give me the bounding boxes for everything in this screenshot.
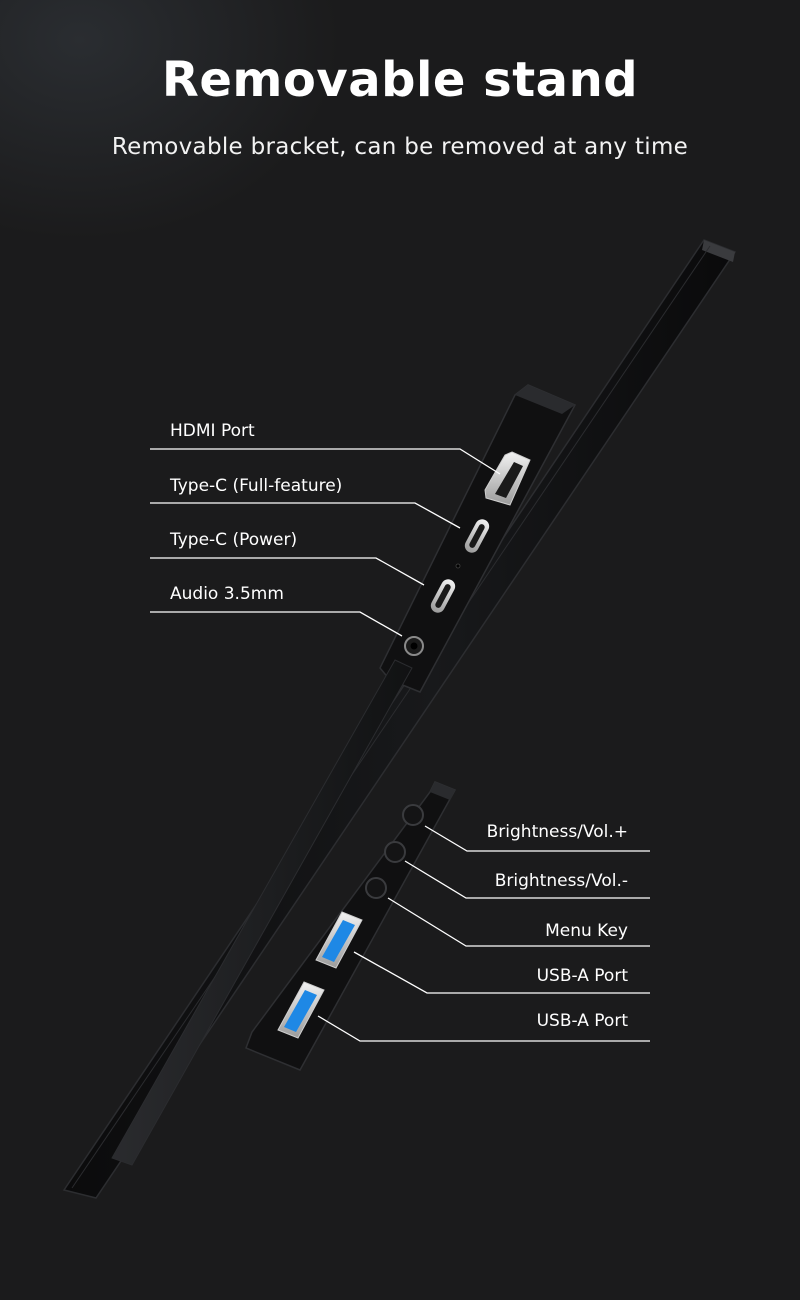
type-c-full-graphic [464,519,490,553]
label-brightness-vol-down: Brightness/Vol.- [494,871,628,891]
right-leader-lines [317,825,650,1042]
side-buttons [365,804,424,899]
indicator-led [455,563,461,569]
label-audio-jack: Audio 3.5mm [170,584,284,604]
audio-jack-graphic [404,636,424,656]
page-title: Removable stand [161,52,639,108]
type-c-power-graphic [430,579,456,613]
hdmi-port-graphic [484,451,531,506]
usb-a-graphic-2 [277,981,325,1039]
label-menu-key: Menu Key [545,921,628,941]
page-subtitle: Removable bracket, can be removed at any… [111,134,689,160]
label-brightness-vol-up: Brightness/Vol.+ [486,822,628,842]
left-leader-lines [150,448,501,637]
usb-a-graphic-1 [315,911,363,969]
label-type-c-full-feature: Type-C (Full-feature) [170,476,343,496]
monitor-panel [62,239,737,1199]
label-type-c-power: Type-C (Power) [170,530,298,550]
label-usb-a-port-1: USB-A Port [536,966,628,986]
label-usb-a-port-2: USB-A Port [536,1011,628,1031]
label-hdmi-port: HDMI Port [170,421,255,441]
